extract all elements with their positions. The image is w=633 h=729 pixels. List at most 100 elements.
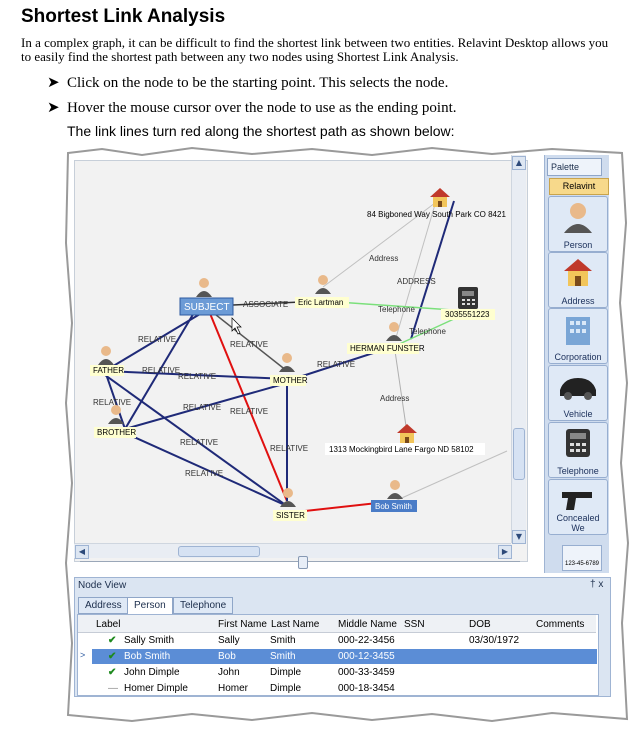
edge-label: ADDRESS	[397, 277, 436, 286]
vertical-scrollbar[interactable]	[511, 155, 526, 543]
palette-item-label: Concealed We	[556, 513, 600, 533]
pin-close-icon[interactable]: † x	[590, 579, 604, 590]
telephone-icon	[566, 429, 590, 457]
palette-item-vehicle[interactable]: Vehicle	[548, 365, 608, 421]
palette-item-concealed-weapon[interactable]: Concealed We	[548, 479, 608, 535]
relative-link	[124, 310, 196, 430]
edge-label: RELATIVE	[183, 403, 221, 412]
node-label[interactable]: Eric Lartman	[298, 298, 343, 307]
column-header[interactable]: Last Name	[271, 619, 320, 630]
scroll-right-icon[interactable]: ▶	[498, 545, 512, 559]
cell-first-name: John	[218, 667, 240, 678]
building-icon	[566, 317, 590, 345]
node-label[interactable]: 3035551223	[445, 310, 490, 319]
column-header[interactable]: Label	[96, 619, 121, 630]
bullet-text: Click on the node to be the starting poi…	[67, 75, 449, 91]
cell-last-name: Dimple	[270, 683, 302, 694]
edge-label: RELATIVE	[270, 444, 308, 453]
subject-node-label: SUBJECT	[184, 302, 230, 313]
node-label[interactable]: BROTHER	[97, 428, 136, 437]
column-header[interactable]: DOB	[469, 619, 491, 630]
edge-label: RELATIVE	[230, 407, 268, 416]
row-pointer-icon: >	[80, 650, 86, 660]
node-label[interactable]: MOTHER	[273, 376, 308, 385]
node-label[interactable]: HERMAN FUNSTER	[350, 344, 425, 353]
node-label-bg	[325, 443, 485, 455]
edge-label: Address	[380, 394, 409, 403]
subject-node-box[interactable]	[179, 297, 234, 316]
person-icon	[315, 275, 331, 294]
palette-item-label: Corporation	[554, 352, 602, 362]
horizontal-scroll-thumb[interactable]	[178, 546, 260, 557]
node-label[interactable]: 1313 Mockingbird Lane Fargo ND 58102	[329, 445, 474, 454]
graph-canvas[interactable]: Address ADDRESS ASSOCIATE Telephone Tele…	[74, 160, 528, 562]
relative-link	[205, 306, 288, 372]
person-icon	[108, 405, 124, 424]
person-icon	[387, 480, 403, 499]
palette-item-corporation[interactable]: Corporation	[548, 308, 608, 364]
person-icon	[279, 353, 295, 372]
bullet-item: ➤Hover the mouse cursor over the node to…	[47, 98, 457, 117]
address-link	[410, 200, 455, 340]
person-icon	[196, 278, 212, 297]
node-label[interactable]: SISTER	[276, 511, 305, 520]
vertical-scroll-thumb[interactable]	[513, 428, 525, 480]
relative-link	[104, 370, 288, 380]
person-icon	[280, 488, 296, 507]
node-label-bg	[90, 365, 124, 376]
node-label-bg	[441, 309, 495, 320]
check-icon: ✔	[108, 635, 117, 646]
node-label-bg	[270, 375, 306, 386]
node-label[interactable]: Bob Smith	[375, 502, 412, 511]
column-header[interactable]: SSN	[404, 619, 425, 630]
scroll-up-icon[interactable]: ▲	[512, 156, 526, 170]
cell-label: Bob Smith	[124, 651, 171, 662]
palette-item-address[interactable]: Address	[548, 252, 608, 308]
address-link	[322, 202, 436, 288]
palette-item-id-card[interactable]: 123-45-6789	[562, 545, 602, 571]
column-header[interactable]: Middle Name	[338, 619, 397, 630]
link-graph: Address ADDRESS ASSOCIATE Telephone Tele…	[90, 188, 508, 521]
cell-first-name: Homer	[218, 683, 249, 694]
tab-person[interactable]: Person	[127, 597, 173, 615]
cell-label: Sally Smith	[124, 635, 175, 646]
node-label-bg	[273, 510, 307, 521]
cell-label: John Dimple	[124, 667, 180, 678]
edge-label: RELATIVE	[185, 469, 223, 478]
intro-paragraph: In a complex graph, it can be difficult …	[21, 35, 609, 64]
note-text: The link lines turn red along the shorte…	[67, 123, 455, 139]
relative-link	[124, 432, 288, 507]
house-icon	[564, 259, 592, 286]
horizontal-scrollbar[interactable]	[74, 543, 511, 558]
edge-label: RELATIVE	[230, 340, 268, 349]
tab-telephone[interactable]: Telephone	[173, 597, 234, 614]
cell-first-name: Sally	[218, 635, 240, 646]
tab-address[interactable]: Address	[78, 597, 129, 614]
tab-palette[interactable]: Palette	[547, 158, 602, 176]
node-label[interactable]: 84 Bigboned Way South Park CO 8421	[367, 210, 506, 219]
person-icon	[98, 346, 114, 365]
edge-label: Telephone	[409, 327, 446, 336]
tree-connector: —	[108, 683, 118, 694]
scroll-left-icon[interactable]: ◀	[75, 545, 89, 559]
palette-item-person[interactable]: Person	[548, 196, 608, 252]
cell-middle-name: 000-12-3455	[338, 651, 395, 662]
palette-item-telephone[interactable]: Telephone	[548, 422, 608, 478]
house-icon	[397, 424, 417, 443]
address-link	[394, 200, 437, 342]
node-label[interactable]: FATHER	[93, 366, 124, 375]
telephone-icon	[458, 287, 478, 309]
palette-item-label: Vehicle	[563, 409, 593, 419]
column-header[interactable]: First Name	[218, 619, 267, 630]
selected-row-highlight	[92, 649, 597, 664]
node-view-title: Node View	[78, 580, 127, 591]
table-header	[78, 615, 596, 633]
car-icon	[560, 378, 596, 400]
scroll-down-icon[interactable]: ▼	[512, 530, 526, 544]
address-link	[394, 450, 508, 502]
palette-header: Relavint	[549, 178, 609, 195]
column-header[interactable]: Comments	[536, 619, 585, 630]
edge-label: RELATIVE	[178, 372, 216, 381]
zoom-slider-knob[interactable]	[298, 556, 308, 569]
edge-label: RELATIVE	[93, 398, 131, 407]
